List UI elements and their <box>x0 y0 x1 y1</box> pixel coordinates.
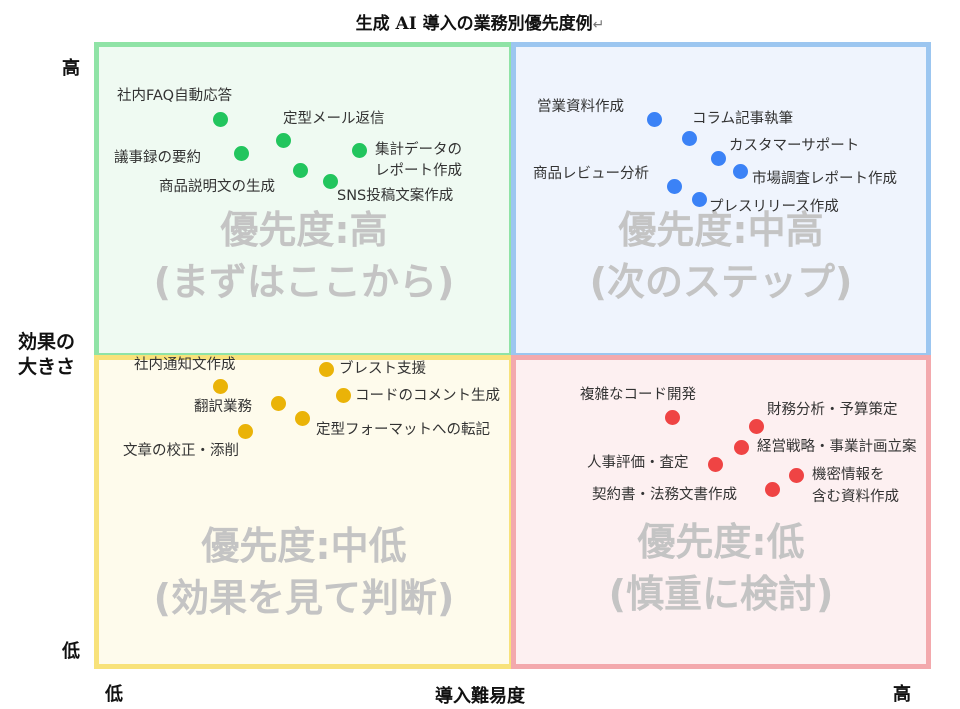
task-dot-market <box>732 163 748 179</box>
task-dot-hr <box>707 456 723 472</box>
task-dot-notice <box>212 378 228 394</box>
task-label: SNS投稿文案作成 <box>337 188 454 204</box>
quadrant-mid-low-priority <box>94 355 514 669</box>
quadrant-high-priority <box>94 42 514 358</box>
task-label: 商品レビュー分析 <box>533 166 649 182</box>
task-label: 財務分析・予算策定 <box>767 402 898 418</box>
task-dot-sales-material <box>646 111 662 127</box>
y-axis-low: 低 <box>62 641 80 662</box>
task-dot-report <box>351 142 367 158</box>
task-dot-sns <box>322 173 338 189</box>
task-label: 経営戦略・事業計画立案 <box>757 439 917 455</box>
x-axis-low: 低 <box>105 684 123 705</box>
task-dot-confidential <box>788 467 804 483</box>
x-axis-label: 導入難易度 <box>435 686 525 707</box>
y-axis-label: 効果の大きさ <box>18 331 76 378</box>
task-label: 定型メール返信 <box>283 111 385 127</box>
task-label: 人事評価・査定 <box>587 455 689 471</box>
task-label: 商品説明文の生成 <box>159 179 275 195</box>
task-dot-complex-code <box>664 409 680 425</box>
return-mark-icon: ↵ <box>592 17 605 33</box>
task-dot-transcription <box>294 410 310 426</box>
task-label: ブレスト支援 <box>339 361 426 377</box>
y-axis-high: 高 <box>62 58 80 79</box>
task-label: 複雑なコード開発 <box>580 387 696 403</box>
task-label: 集計データの <box>375 142 462 158</box>
task-label: コラム記事執筆 <box>692 111 794 127</box>
task-dot-support <box>710 150 726 166</box>
task-dot-translation <box>270 395 286 411</box>
task-dot-faq <box>212 111 228 127</box>
task-label: 社内通知文作成 <box>134 357 236 373</box>
task-label: 契約書・法務文書作成 <box>592 487 737 503</box>
task-dot-strategy <box>733 439 749 455</box>
quadrant-caption-top-right: 優先度:中高(次のステップ) <box>589 208 853 304</box>
task-label: 文章の校正・添削 <box>123 443 239 459</box>
task-label: 含む資料作成 <box>812 489 899 505</box>
quadrant-mid-high-priority <box>511 42 931 358</box>
quadrant-caption-bottom-right: 優先度:低(慎重に検討) <box>608 520 834 616</box>
task-label: 営業資料作成 <box>537 99 624 115</box>
task-label: カスタマーサポート <box>729 138 860 154</box>
task-label: 社内FAQ自動応答 <box>117 88 233 104</box>
task-dot-product-desc <box>292 162 308 178</box>
task-dot-mail <box>275 132 291 148</box>
quadrant-caption-bottom-left: 優先度:中低(効果を見て判断) <box>153 524 455 620</box>
task-dot-finance <box>748 418 764 434</box>
task-label: プレスリリース作成 <box>709 199 839 215</box>
task-label: 翻訳業務 <box>194 399 252 415</box>
task-label: 機密情報を <box>812 467 885 483</box>
task-dot-review <box>666 178 682 194</box>
task-dot-column <box>681 130 697 146</box>
chart-title: 生成 AI 導入の業務別優先度例↵ <box>355 14 605 34</box>
task-label: 議事録の要約 <box>114 150 201 166</box>
task-dot-code-comment <box>335 387 351 403</box>
task-dot-press <box>691 191 707 207</box>
task-dot-minutes <box>233 145 249 161</box>
quadrant-caption-top-left: 優先度:高(まずはここから) <box>153 208 455 304</box>
task-dot-contract <box>764 481 780 497</box>
x-axis-high: 高 <box>893 684 911 705</box>
task-dot-brainstorm <box>318 361 334 377</box>
task-label: コードのコメント生成 <box>355 388 500 404</box>
task-label: 定型フォーマットへの転記 <box>316 422 490 438</box>
quadrant-low-priority <box>511 355 931 669</box>
task-dot-proofread <box>237 423 253 439</box>
task-label: レポート作成 <box>375 163 462 179</box>
task-label: 市場調査レポート作成 <box>752 171 897 187</box>
